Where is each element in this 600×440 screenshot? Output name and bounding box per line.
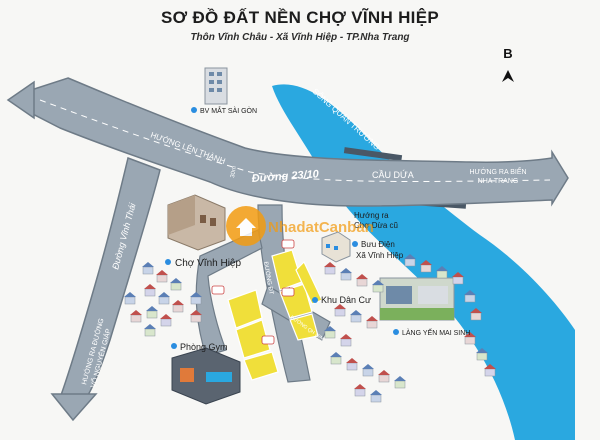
house-icon (340, 334, 352, 347)
map-pin-icon (352, 241, 358, 247)
building-market (167, 194, 226, 251)
map-pin-icon (171, 343, 177, 349)
label-huong-ra-bien-2: NHA TRANG (478, 178, 519, 185)
house-icon (340, 268, 352, 281)
road-vinh-thai (58, 156, 161, 399)
house-icon (378, 370, 390, 383)
house-icon (170, 278, 182, 291)
map-pin-icon (165, 259, 171, 265)
lot-marker (261, 335, 275, 345)
building-lang-yen (379, 277, 455, 321)
lot-marker (281, 287, 295, 297)
lot-marker (281, 239, 295, 249)
place-bv-mat[interactable]: BV MẮT SÀI GÒN (191, 106, 257, 115)
house-icon (156, 270, 168, 283)
compass (502, 70, 514, 82)
place-cho[interactable]: Chợ Vĩnh Hiệp (165, 258, 241, 269)
compass-label: B (503, 46, 512, 61)
compass-arrow-icon (502, 70, 514, 82)
lot (235, 319, 271, 359)
house-icon (350, 310, 362, 323)
house-icon (330, 352, 342, 365)
place-phong-gym[interactable]: Phòng Gym (171, 342, 228, 352)
map-pin-icon (393, 329, 399, 335)
house-icon (356, 274, 368, 287)
house-icon (334, 304, 346, 317)
house-icon (144, 284, 156, 297)
home-icon (236, 218, 256, 236)
label-road-width: 30m (230, 166, 238, 179)
place-label: BV MẮT SÀI GÒN (200, 106, 257, 115)
place-buu-dien[interactable]: Bưu Điện Xã Vĩnh Hiệp (352, 240, 404, 260)
house-icon (142, 262, 154, 275)
house-icon (146, 306, 158, 319)
house-icon (144, 324, 156, 337)
place-label: Bưu Điện (361, 240, 395, 249)
house-icon (130, 310, 142, 323)
house-icon (372, 280, 384, 293)
building-post-office (321, 231, 351, 263)
place-label: Hướng ra (354, 211, 389, 220)
place-huong-ra[interactable]: Hướng ra Chợ Dừa cũ (354, 211, 398, 230)
building-gym (171, 347, 241, 405)
house-icon (124, 292, 136, 305)
place-label: Xã Vĩnh Hiệp (356, 251, 404, 260)
bridge-north (343, 147, 403, 162)
place-label: Phòng Gym (180, 342, 228, 352)
house-icon (436, 266, 448, 279)
label-huong-ra-bien-1: HƯỚNG RA BIỂN (469, 167, 526, 176)
house-icon (420, 260, 432, 273)
page-title: SƠ ĐỒ ĐẤT NỀN CHỢ VĨNH HIỆP (161, 8, 439, 27)
lot-markers (211, 239, 295, 345)
house-icon (324, 262, 336, 275)
house-icon (324, 326, 336, 339)
arrow-south-west (50, 393, 98, 422)
house-icon (190, 310, 202, 323)
house-icon (160, 314, 172, 327)
label-cau-dua: CẦU DỨA (372, 170, 414, 180)
page-subtitle: Thôn Vĩnh Châu - Xã Vĩnh Hiệp - TP.Nha T… (190, 32, 410, 43)
watermark: NhadatCanban (226, 206, 374, 246)
house-icon (484, 364, 496, 377)
house-icon (354, 384, 366, 397)
house-icon (470, 308, 482, 321)
house-clusters (124, 254, 496, 403)
lot (227, 289, 263, 329)
road-23-10 (24, 77, 569, 207)
label-duong-23-10: Đường 23/10 (251, 168, 320, 185)
house-icon (362, 364, 374, 377)
map-pin-icon (191, 107, 197, 113)
building-bv-mat (204, 67, 228, 105)
lot (243, 351, 279, 381)
house-icon (394, 376, 406, 389)
house-icon (158, 292, 170, 305)
house-icon (370, 390, 382, 403)
house-icon (404, 254, 416, 267)
house-icon (172, 300, 184, 313)
house-icon (346, 358, 358, 371)
place-label: Chợ Dừa cũ (354, 221, 398, 230)
house-icon (190, 292, 202, 305)
house-icon (464, 290, 476, 303)
house-icon (366, 316, 378, 329)
place-label: Chợ Vĩnh Hiệp (175, 258, 241, 269)
lot (295, 260, 323, 305)
map-pin-icon (312, 297, 318, 303)
house-icon (464, 332, 476, 345)
lot (289, 313, 319, 341)
place-label: Khu Dân Cư (321, 295, 371, 305)
watermark-text: NhadatCanban (268, 219, 374, 236)
house-icon (452, 272, 464, 285)
place-lang-yen[interactable]: LÀNG YẾN MAI SINH (393, 327, 470, 337)
lot-marker (211, 285, 225, 295)
house-icon (476, 348, 488, 361)
place-khu-dan-cu[interactable]: Khu Dân Cư (312, 295, 371, 305)
place-label: LÀNG YẾN MAI SINH (402, 327, 470, 337)
lane-marking (39, 99, 551, 183)
arrow-west (6, 80, 35, 120)
